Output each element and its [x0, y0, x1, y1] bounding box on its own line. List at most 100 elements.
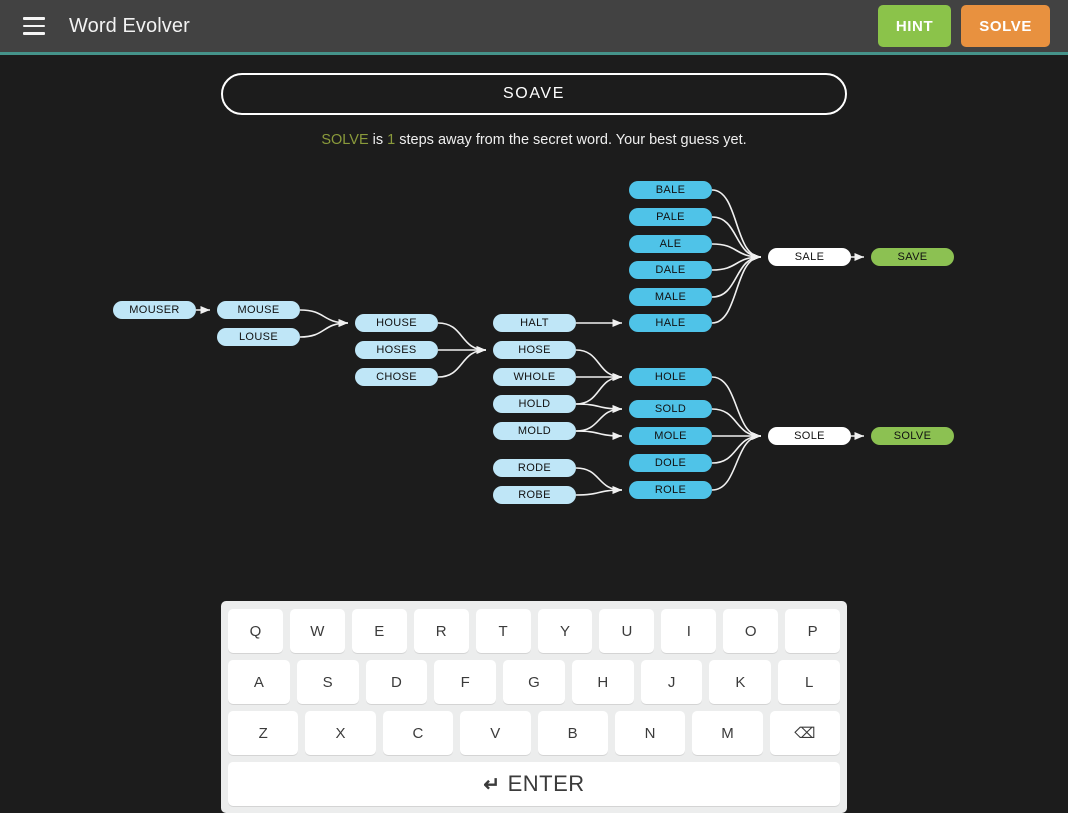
graph-node-sale[interactable]: SALE [768, 248, 851, 266]
graph-node-bale[interactable]: BALE [629, 181, 712, 199]
menu-bar-3 [23, 32, 45, 35]
graph-edge-mold-mole [575, 430, 623, 440]
graph-edge-hole-sole [711, 376, 762, 440]
menu-bar-2 [23, 24, 45, 28]
key-s[interactable]: S [296, 660, 359, 704]
graph-edge-male-sale [711, 253, 762, 298]
graph-edge-pale-sale [711, 216, 762, 261]
key-y[interactable]: Y [537, 609, 593, 653]
key-p[interactable]: P [785, 609, 841, 653]
key-enter-label: ENTER [507, 771, 585, 796]
key-i[interactable]: I [661, 609, 717, 653]
key-h[interactable]: H [571, 660, 634, 704]
keyboard-row-4: ↵ ENTER [228, 762, 840, 806]
graph-edge-hold-hole [575, 373, 623, 405]
graph-node-chose[interactable]: CHOSE [355, 368, 438, 386]
key-o[interactable]: O [723, 609, 779, 653]
key-q[interactable]: Q [228, 609, 283, 653]
graph-node-hold[interactable]: HOLD [493, 395, 576, 413]
graph-node-solve[interactable]: SOLVE [871, 427, 954, 445]
key-u[interactable]: U [599, 609, 655, 653]
header-actions: HINT SOLVE [877, 5, 1056, 47]
graph-node-dole[interactable]: DOLE [629, 454, 712, 472]
key-k[interactable]: K [709, 660, 772, 704]
graph-node-dale[interactable]: DALE [629, 261, 712, 279]
graph-node-whole[interactable]: WHOLE [493, 368, 576, 386]
guess-area: SOAVE SOLVE is 1 steps away from the sec… [0, 55, 1068, 148]
graph-node-sole[interactable]: SOLE [768, 427, 851, 445]
graph-node-sold[interactable]: SOLD [629, 400, 712, 418]
graph-edge-robe-role [575, 486, 623, 496]
graph-node-hoses[interactable]: HOSES [355, 341, 438, 359]
graph-edge-mold-sold [575, 405, 623, 432]
key-d[interactable]: D [365, 660, 428, 704]
key-v[interactable]: V [460, 711, 531, 755]
key-enter[interactable]: ↵ ENTER [228, 762, 840, 806]
graph-node-rode[interactable]: RODE [493, 459, 576, 477]
graph-node-robe[interactable]: ROBE [493, 486, 576, 504]
graph-edge-hose-hole [575, 349, 623, 381]
graph-node-save[interactable]: SAVE [871, 248, 954, 266]
hamburger-menu-icon[interactable] [15, 7, 53, 45]
key-e[interactable]: E [351, 609, 407, 653]
graph-node-ale[interactable]: ALE [629, 235, 712, 253]
graph-node-mole[interactable]: MOLE [629, 427, 712, 445]
graph-node-male[interactable]: MALE [629, 288, 712, 306]
key-b[interactable]: B [537, 711, 608, 755]
graph-node-hale[interactable]: HALE [629, 314, 712, 332]
current-guess-display[interactable]: SOAVE [221, 73, 847, 115]
key-g[interactable]: G [503, 660, 565, 704]
graph-edge-dole-sole [711, 432, 762, 464]
status-word: SOLVE [321, 132, 369, 148]
graph-edge-mouse-house [299, 309, 349, 327]
key-c[interactable]: C [382, 711, 454, 755]
graph-node-halt[interactable]: HALT [493, 314, 576, 332]
graph-node-louse[interactable]: LOUSE [217, 328, 300, 346]
graph-edge-rode-role [575, 467, 623, 494]
status-text-1: is [368, 132, 388, 148]
graph-edge-ale-sale [711, 243, 762, 261]
key-a[interactable]: A [228, 660, 290, 704]
graph-node-hose[interactable]: HOSE [493, 341, 576, 359]
graph-edge-house-hose [437, 322, 487, 354]
graph-edge-sold-sole [711, 408, 762, 440]
key-l[interactable]: L [778, 660, 841, 704]
menu-bar-1 [23, 17, 45, 20]
hint-button[interactable]: HINT [877, 5, 952, 47]
status-text-2: steps away from the secret word. Your be… [395, 132, 747, 148]
key-m[interactable]: M [692, 711, 763, 755]
graph-node-role[interactable]: ROLE [629, 481, 712, 499]
graph-edge-chose-hose [437, 346, 487, 378]
status-steps: 1 [387, 132, 396, 148]
key-w[interactable]: W [289, 609, 345, 653]
graph-edge-hale-sale [711, 253, 762, 324]
key-x[interactable]: X [305, 711, 376, 755]
word-graph: MOUSER MOUSE LOUSE HOUSE HOSES CHOSE HALT HOSE W… [0, 166, 1068, 526]
graph-edge-dale-sale [711, 253, 762, 271]
graph-node-pale[interactable]: PALE [629, 208, 712, 226]
graph-node-hole[interactable]: HOLE [629, 368, 712, 386]
graph-node-mold[interactable]: MOLD [493, 422, 576, 440]
graph-edge-role-sole [711, 432, 762, 491]
backspace-icon[interactable]: ⌫ [769, 711, 840, 755]
key-j[interactable]: J [640, 660, 703, 704]
graph-edge-hold-sold [575, 403, 623, 413]
key-f[interactable]: F [434, 660, 497, 704]
page-title: Word Evolver [69, 14, 190, 37]
key-r[interactable]: R [413, 609, 469, 653]
graph-node-mouser[interactable]: MOUSER [113, 301, 196, 319]
status-message: SOLVE is 1 steps away from the secret wo… [321, 132, 746, 148]
graph-edge-bale-sale [711, 189, 762, 261]
key-n[interactable]: N [614, 711, 686, 755]
solve-button[interactable]: SOLVE [961, 5, 1050, 47]
return-arrow-icon: ↵ [483, 773, 501, 796]
graph-edge-louse-house [299, 319, 349, 338]
key-z[interactable]: Z [228, 711, 299, 755]
graph-node-house[interactable]: HOUSE [355, 314, 438, 332]
graph-node-mouse[interactable]: MOUSE [217, 301, 300, 319]
key-t[interactable]: T [475, 609, 531, 653]
